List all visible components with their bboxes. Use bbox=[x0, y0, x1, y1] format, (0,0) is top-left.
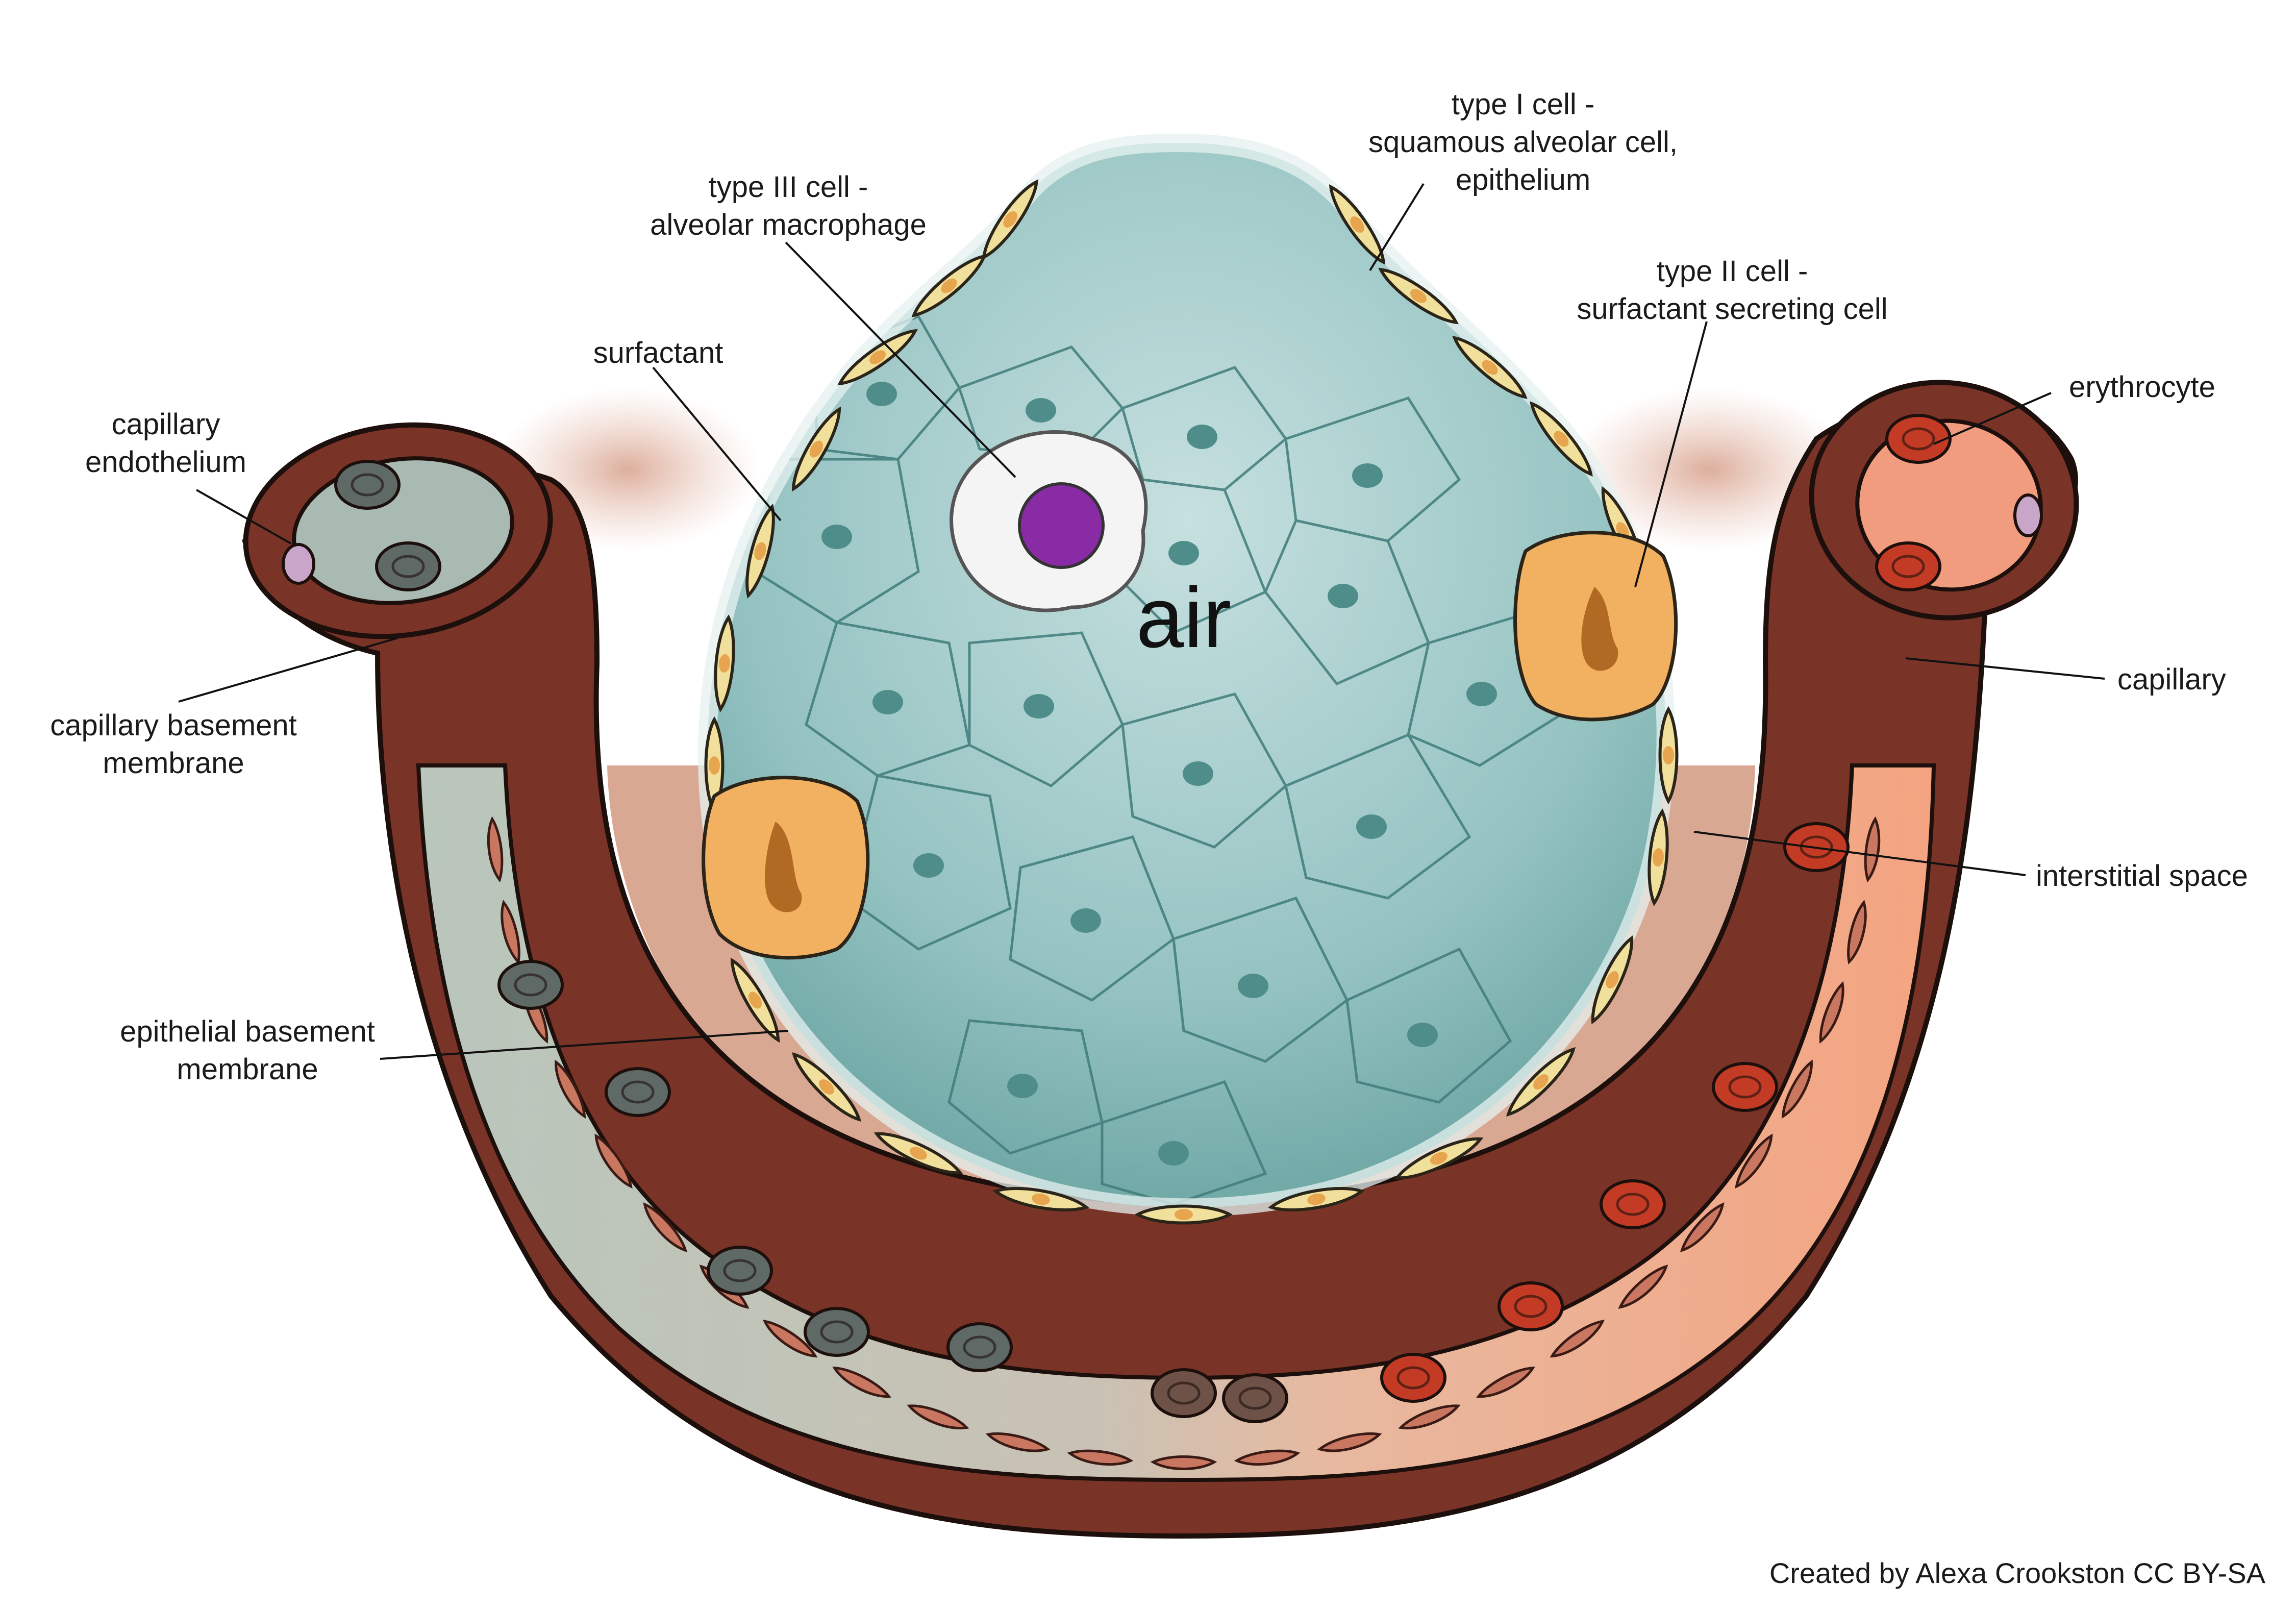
label-line: surfactant secreting cell bbox=[1577, 292, 1888, 326]
type-ii-cell-left bbox=[702, 776, 870, 960]
label-type-i-cell: type I cell - squamous alveolar cell, ep… bbox=[1368, 86, 1678, 199]
air-label: air bbox=[1136, 569, 1232, 665]
label-surfactant: surfactant bbox=[593, 334, 723, 372]
label-erythrocyte: erythrocyte bbox=[2069, 368, 2215, 406]
label-line: epithelium bbox=[1455, 163, 1591, 196]
label-line: capillary basement bbox=[50, 709, 297, 742]
alveolar-nuclei bbox=[821, 382, 1497, 1166]
alveolar-macrophage bbox=[950, 430, 1148, 612]
label-type-ii-cell: type II cell - surfactant secreting cell bbox=[1577, 253, 1887, 328]
type-i-cells bbox=[704, 179, 1679, 1225]
type-ii-cell-right bbox=[1513, 531, 1678, 722]
label-epithelial-basement-membrane: epithelial basement membrane bbox=[120, 1013, 375, 1088]
label-type-iii-cell: type III cell - alveolar macrophage bbox=[650, 168, 927, 244]
label-line: alveolar macrophage bbox=[650, 208, 927, 241]
label-line: capillary bbox=[111, 408, 220, 441]
label-line: type II cell - bbox=[1656, 255, 1808, 288]
label-line: erythrocyte bbox=[2069, 370, 2215, 404]
label-capillary-endothelium: capillary endothelium bbox=[85, 406, 246, 481]
label-line: epithelial basement bbox=[120, 1015, 375, 1048]
credit-text: Created by Alexa Crookston CC BY-SA bbox=[1769, 1557, 2265, 1589]
leader-lines bbox=[178, 183, 2105, 1060]
label-capillary-basement-membrane: capillary basement membrane bbox=[50, 707, 297, 782]
label-line: type III cell - bbox=[708, 170, 868, 204]
label-line: membrane bbox=[177, 1053, 318, 1086]
label-line: squamous alveolar cell, bbox=[1368, 126, 1678, 159]
label-line: membrane bbox=[103, 747, 244, 780]
label-line: surfactant bbox=[593, 336, 723, 369]
label-line: interstitial space bbox=[2036, 859, 2248, 893]
label-line: type I cell - bbox=[1451, 88, 1595, 121]
label-capillary: capillary bbox=[2117, 661, 2226, 699]
erythrocytes bbox=[282, 414, 2043, 1423]
label-interstitial-space: interstitial space bbox=[2036, 857, 2248, 895]
label-line: endothelium bbox=[85, 445, 246, 479]
label-line: capillary bbox=[2117, 663, 2226, 696]
endothelial-cells bbox=[487, 816, 1881, 1470]
